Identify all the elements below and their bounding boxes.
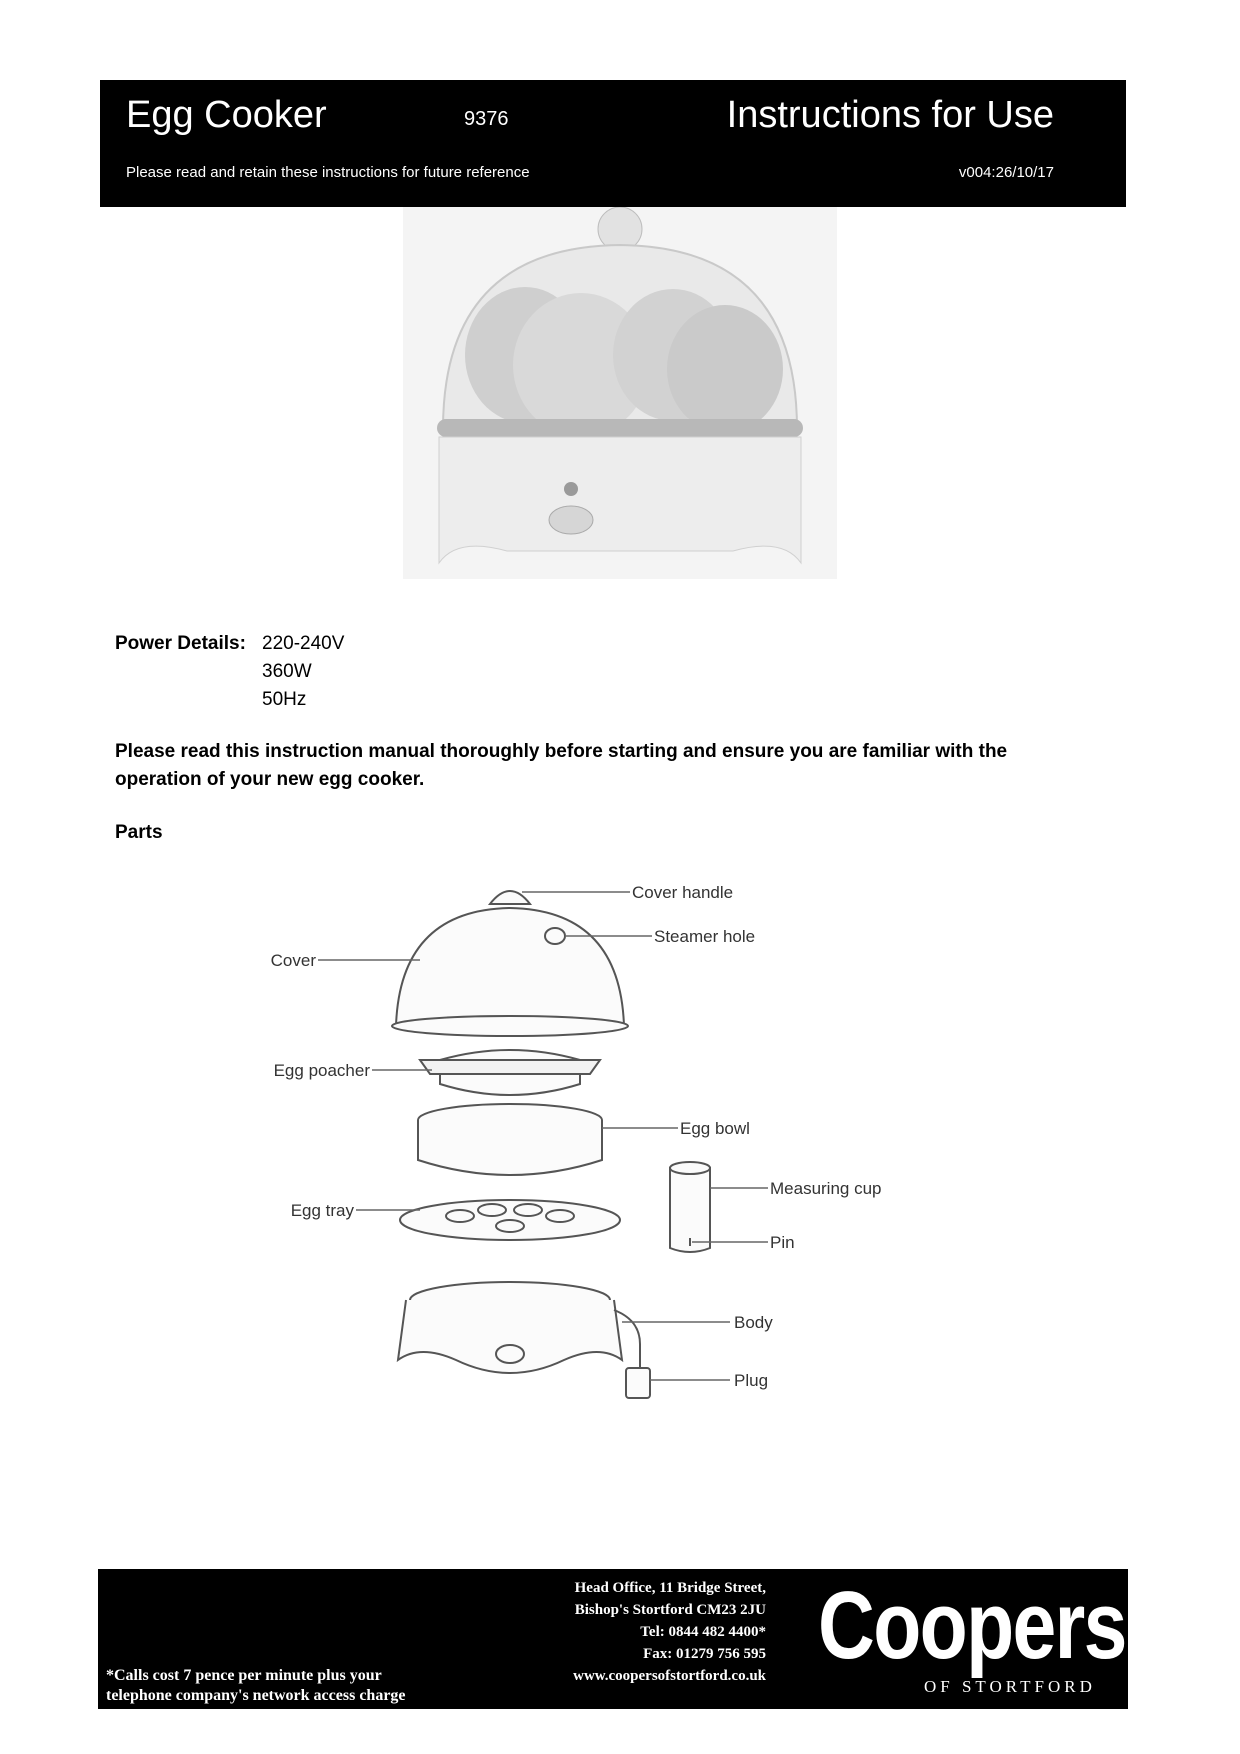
power-details-label: Power Details:	[115, 633, 246, 654]
egg-bowl-shape	[417, 1120, 603, 1176]
company-address: Head Office, 11 Bridge Street, Bishop's …	[573, 1577, 766, 1687]
cover-rim	[391, 1015, 629, 1037]
label-cover-handle: Cover handle	[632, 883, 733, 902]
call-charges-line-1: *Calls cost 7 pence per minute plus your	[106, 1667, 382, 1684]
coopers-logo: Coopers OF STORTFORD	[804, 1572, 1127, 1703]
intro-paragraph: Please read this instruction manual thor…	[115, 741, 1008, 790]
footer-banner: *Calls cost 7 pence per minute plus your…	[98, 1569, 1128, 1709]
address-line-2: Bishop's Stortford CM23 2JU	[574, 1602, 766, 1618]
label-egg-poacher: Egg poacher	[274, 1061, 371, 1080]
telephone: Tel: 0844 482 4400*	[640, 1624, 766, 1640]
frequency-value: 50Hz	[262, 689, 307, 710]
label-cover: Cover	[271, 951, 317, 970]
address-line-1: Head Office, 11 Bridge Street,	[574, 1580, 766, 1596]
label-egg-tray: Egg tray	[291, 1201, 355, 1220]
cover-handle-shape	[487, 890, 533, 905]
logo-subtext: OF STORTFORD	[924, 1677, 1096, 1696]
logo-wordmark: Coopers	[818, 1572, 1127, 1679]
label-plug: Plug	[734, 1371, 768, 1390]
label-steamer-hole: Steamer hole	[654, 927, 755, 946]
plug-shape	[625, 1367, 651, 1399]
header-subtitle: Please read and retain these instruction…	[126, 164, 530, 181]
label-egg-bowl: Egg bowl	[680, 1119, 750, 1138]
model-number: 9376	[464, 108, 509, 130]
call-charges-note: *Calls cost 7 pence per minute plus your…	[106, 1666, 406, 1706]
version-label: v004:26/10/17	[958, 164, 1054, 181]
label-body: Body	[734, 1313, 773, 1332]
egg-cooker-photo	[403, 207, 837, 579]
measuring-cup-shape	[669, 1167, 711, 1253]
label-measuring-cup: Measuring cup	[770, 1179, 882, 1198]
voltage-value: 220-240V	[262, 633, 345, 654]
call-charges-line-2: telephone company's network access charg…	[106, 1687, 406, 1704]
document-title: Instructions for Use	[726, 94, 1054, 136]
parts-diagram: Cover handle Steamer hole Cover Egg poac…	[271, 883, 882, 1399]
header-banner: Egg Cooker 9376 Instructions for Use Ple…	[100, 80, 1126, 207]
body-shape	[396, 1299, 624, 1374]
fax: Fax: 01279 756 595	[643, 1646, 766, 1662]
parts-heading: Parts	[115, 822, 163, 843]
wattage-value: 360W	[262, 661, 312, 682]
cover-shape	[394, 906, 626, 1027]
steamer-hole-shape	[544, 927, 566, 945]
product-title: Egg Cooker	[126, 94, 327, 136]
website-link[interactable]: www.coopersofstortford.co.uk	[573, 1668, 766, 1684]
label-pin: Pin	[770, 1233, 795, 1252]
egg-poacher-rim	[418, 1059, 602, 1075]
